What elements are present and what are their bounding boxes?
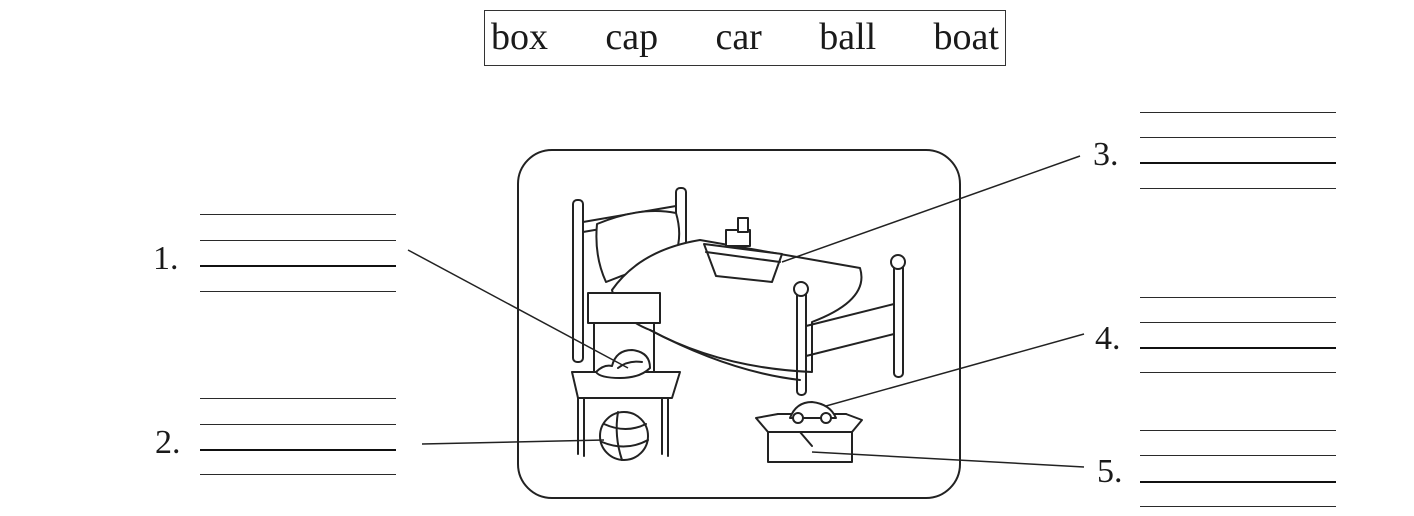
leader-line-2: [421, 439, 605, 445]
leader-line-5: [811, 451, 1085, 468]
item-number: 5.: [1097, 453, 1123, 490]
word-bank-word: boat: [933, 16, 999, 58]
toy-car: [789, 401, 837, 424]
ball: [599, 411, 649, 461]
item-number: 2.: [155, 424, 181, 461]
answer-lines-4[interactable]: [1140, 297, 1336, 377]
leader-line-1: [407, 249, 629, 369]
picture-frame: [517, 149, 961, 499]
box: [755, 401, 863, 463]
toy-boat: [703, 217, 783, 283]
word-bank: box cap car ball boat: [484, 10, 1006, 66]
item-number: 4.: [1095, 320, 1121, 357]
item-number: 3.: [1093, 136, 1119, 173]
item-number: 1.: [153, 240, 179, 277]
answer-lines-5[interactable]: [1140, 430, 1336, 510]
word-bank-word: cap: [605, 16, 659, 58]
bed: [572, 187, 906, 396]
answer-lines-1[interactable]: [200, 214, 396, 294]
cap: [595, 349, 651, 379]
answer-lines-2[interactable]: [200, 398, 396, 478]
leader-lines: [407, 155, 1085, 468]
word-bank-word: car: [715, 16, 762, 58]
leader-line-4: [825, 333, 1085, 407]
answer-lines-3[interactable]: [1140, 112, 1336, 192]
word-bank-word: box: [491, 16, 548, 58]
chair: [571, 292, 681, 457]
leader-line-3: [781, 155, 1081, 263]
word-bank-word: ball: [819, 16, 877, 58]
